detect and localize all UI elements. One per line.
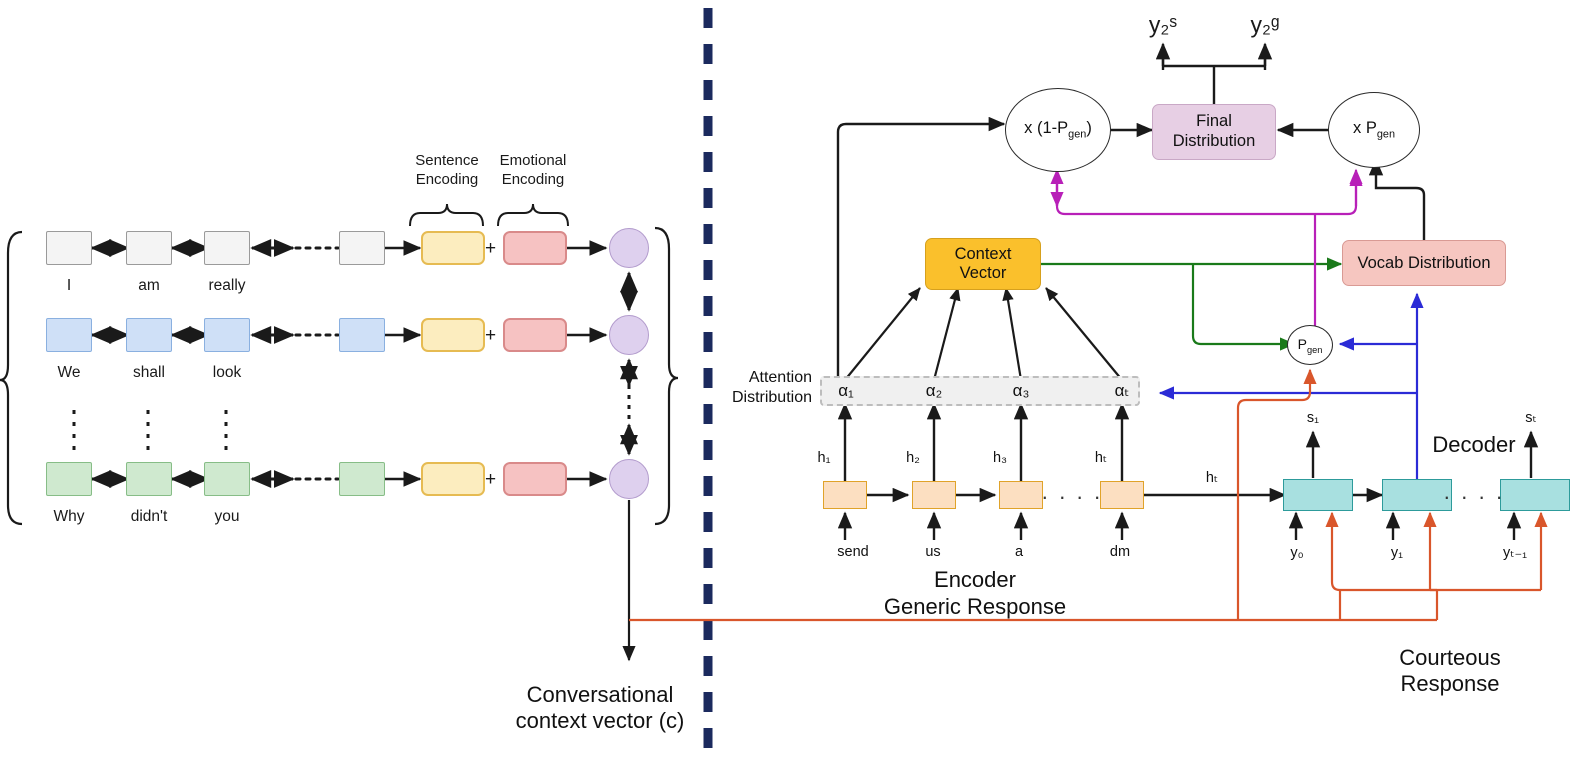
plus-symbol-row3: + <box>485 469 497 490</box>
word-label-row3-3: you <box>214 508 240 525</box>
pgen-label: Pgen <box>1297 335 1323 355</box>
word-box-row1-2 <box>126 231 172 265</box>
pgen-subscript-right: gen <box>1376 128 1395 141</box>
vocab-distribution-box: Vocab Distribution <box>1342 240 1506 286</box>
sentence-encoding-box-row1 <box>421 231 485 265</box>
encoder-input-2-label: us <box>925 544 941 560</box>
word-label-row1-1: I <box>66 277 72 294</box>
encoder-input-3-label: a <box>1014 544 1024 560</box>
encoder-input-1-label: send <box>837 544 869 560</box>
context-vector-box: Context Vector <box>925 238 1041 290</box>
final-distribution-line1: Final <box>1196 112 1232 131</box>
pgen-subscript: gen <box>1068 128 1087 141</box>
sentence-encoding-box-row3 <box>421 462 485 496</box>
decoder-cell-1 <box>1283 479 1353 511</box>
encoder-ellipsis: · · · · <box>1041 484 1103 509</box>
hidden-state-circle-row2 <box>609 315 649 355</box>
attention-distribution-label: Attention Distribution <box>731 369 812 406</box>
word-box-row1-1 <box>46 231 92 265</box>
final-distribution-line2: Distribution <box>1172 132 1256 150</box>
sentence-encoding-box-row2 <box>421 318 485 352</box>
context-vector-line2: Vector <box>959 264 1007 282</box>
encoder-input-4-label: dm <box>1109 544 1131 560</box>
encoder-cell-1 <box>823 481 867 509</box>
word-box-row2-3 <box>204 318 250 352</box>
decoder-state-s1-label: s₁ <box>1306 410 1320 426</box>
word-box-row1-last <box>339 231 385 265</box>
hidden-state-ht-label: hₜ <box>1094 450 1108 466</box>
context-vector-line1: Context <box>954 245 1012 264</box>
decoder-input-yt-label: yₜ₋₁ <box>1502 545 1528 561</box>
generic-response-label: Generic Response <box>883 594 1067 619</box>
vocab-distribution-label: Vocab Distribution <box>1357 253 1491 272</box>
emotional-encoding-box-row1 <box>503 231 567 265</box>
courteous-response-label: Courteous Response <box>1399 645 1501 697</box>
hidden-state-h3-label: h₃ <box>993 450 1007 466</box>
attention-distribution-box <box>820 376 1140 406</box>
output-y2s-label: y₂ˢ <box>1148 11 1178 38</box>
word-label-row2-2: shall <box>133 364 165 381</box>
pgen-node: Pgen <box>1287 325 1333 365</box>
word-label-row3-1: Why <box>53 508 85 525</box>
multiply-pgen-label: x Pgen <box>1353 119 1395 141</box>
hidden-state-circle-row3 <box>609 459 649 499</box>
word-box-row3-2 <box>126 462 172 496</box>
word-box-row3-last <box>339 462 385 496</box>
decoder-input-y1-label: y₁ <box>1390 545 1404 561</box>
decoder-label: Decoder <box>1432 432 1516 457</box>
word-box-row3-1 <box>46 462 92 496</box>
hidden-state-circle-row1 <box>609 228 649 268</box>
word-box-row2-2 <box>126 318 172 352</box>
plus-symbol-row1: + <box>485 238 497 259</box>
output-y2g-label: y₂ᵍ <box>1250 11 1280 38</box>
word-label-row2-1: We <box>57 364 81 381</box>
emotional-encoding-label: Emotional Encoding <box>499 152 567 188</box>
word-box-row2-last <box>339 318 385 352</box>
alpha-2-label: α₂ <box>925 381 943 400</box>
word-box-row2-1 <box>46 318 92 352</box>
multiply-one-minus-pgen-node: x (1-Pgen) <box>1005 88 1111 172</box>
encoder-cell-t <box>1100 481 1144 509</box>
plus-symbol-row2: + <box>485 325 497 346</box>
word-label-row2-3: look <box>212 364 242 381</box>
sentence-encoding-label: Sentence Encoding <box>415 152 479 188</box>
encoder-cell-2 <box>912 481 956 509</box>
word-label-row1-2: am <box>138 277 160 294</box>
hidden-state-h2-label: h₂ <box>906 450 920 466</box>
decoder-cell-2 <box>1382 479 1452 511</box>
encoder-cell-3 <box>999 481 1043 509</box>
multiply-pgen-node: x Pgen <box>1328 92 1420 168</box>
alpha-t-label: αₜ <box>1114 381 1130 400</box>
alpha-1-label: α₁ <box>838 381 854 400</box>
emotional-encoding-box-row2 <box>503 318 567 352</box>
word-label-row1-3: really <box>208 277 246 294</box>
encoder-label: Encoder <box>934 567 1016 592</box>
emotional-encoding-box-row3 <box>503 462 567 496</box>
word-box-row3-3 <box>204 462 250 496</box>
multiply-one-minus-pgen-label: x (1-Pgen) <box>1024 119 1092 141</box>
word-label-row3-2: didn't <box>130 508 168 525</box>
final-distribution-box: Final Distribution <box>1152 104 1276 160</box>
decoder-ellipsis: · · · · <box>1443 484 1505 509</box>
word-box-row1-3 <box>204 231 250 265</box>
decoder-state-st-label: sₜ <box>1525 410 1537 426</box>
decoder-cell-t <box>1500 479 1570 511</box>
decoder-input-y0-label: y₀ <box>1290 545 1304 561</box>
hidden-state-h1-label: h₁ <box>817 450 831 466</box>
hidden-state-output-label: hₜ <box>1205 470 1219 486</box>
conversational-context-vector-label: Conversational context vector (c) <box>515 682 685 734</box>
alpha-3-label: α₃ <box>1012 381 1030 400</box>
pgen-sub: gen <box>1306 344 1323 355</box>
